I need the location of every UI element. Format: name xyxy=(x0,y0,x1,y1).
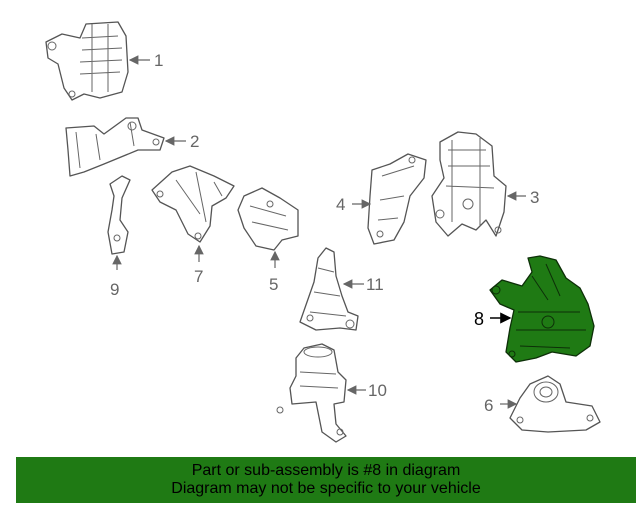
callout-10: 10 xyxy=(368,381,387,400)
callout-7: 7 xyxy=(194,267,203,286)
part-7-bracket[interactable] xyxy=(151,165,235,243)
parts-diagram: 1 2 9 7 5 4 xyxy=(45,21,601,443)
part-4-bracket[interactable] xyxy=(367,153,427,245)
info-banner: Part or sub-assembly is #8 in diagram Di… xyxy=(16,457,636,503)
part-6-mount[interactable] xyxy=(509,375,601,433)
part-11-bracket[interactable] xyxy=(299,247,359,331)
callout-11: 11 xyxy=(366,275,384,294)
callout-9: 9 xyxy=(110,280,119,299)
part-5-cover[interactable] xyxy=(237,187,299,251)
callout-8: 8 xyxy=(474,309,484,329)
banner-line-2: Diagram may not be specific to your vehi… xyxy=(171,480,481,497)
callout-5: 5 xyxy=(269,275,278,294)
callout-2: 2 xyxy=(190,132,199,151)
part-1-mount[interactable] xyxy=(45,21,129,101)
banner-line-1: Part or sub-assembly is #8 in diagram xyxy=(191,462,461,479)
part-2-bracket[interactable] xyxy=(65,117,165,177)
part-8-highlighted-mount[interactable] xyxy=(489,255,595,363)
callout-4: 4 xyxy=(336,195,345,214)
callout-6: 6 xyxy=(484,396,493,415)
part-9-rod[interactable] xyxy=(107,175,131,255)
part-10-mount[interactable] xyxy=(276,343,347,443)
callout-1: 1 xyxy=(154,51,163,70)
part-3-mount[interactable] xyxy=(431,131,507,237)
callout-3: 3 xyxy=(530,188,539,207)
